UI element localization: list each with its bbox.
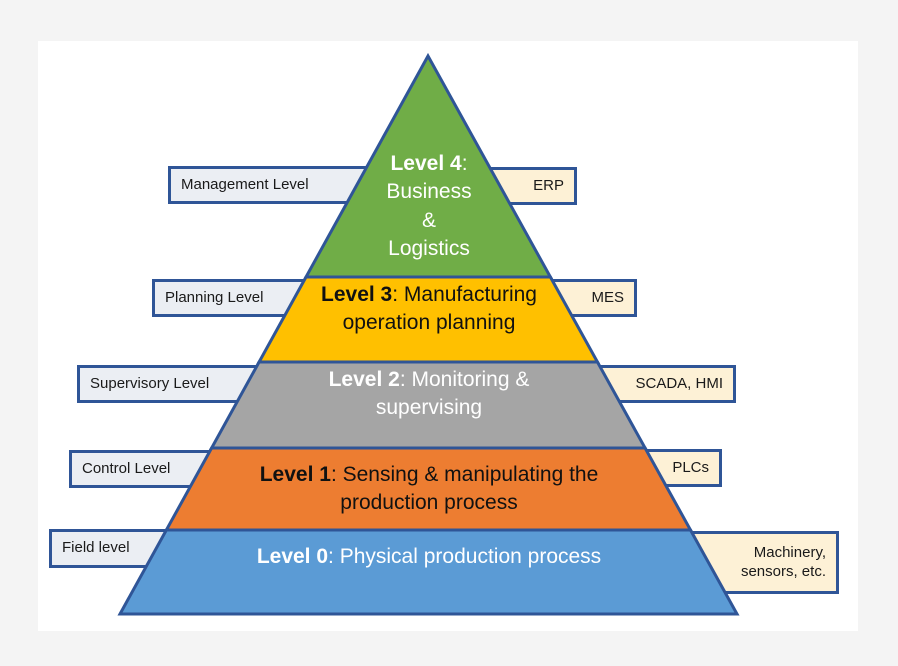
level-title: : [461, 152, 468, 175]
level-name: Level 1 [259, 463, 331, 486]
right-label-text: ERP [533, 176, 564, 194]
level-title: : Physical production process [328, 545, 602, 568]
level-line: Business [386, 180, 472, 204]
level-line: supervising [375, 396, 483, 420]
layer-text-level4: Level 4: Business & Logistics [386, 150, 471, 263]
level-line: operation planning [342, 311, 516, 335]
layer-text-level3: Level 3: Manufacturing operation plannin… [321, 281, 537, 338]
level-name: Level 3 [321, 283, 393, 306]
level-name: Level 4 [390, 152, 462, 175]
level-title: : Monitoring & [399, 368, 530, 391]
layer-text-level1: Level 1: Sensing & manipulating the prod… [260, 461, 599, 518]
level-line: production process [340, 491, 518, 515]
level-line: Logistics [388, 237, 470, 261]
level-title: : Sensing & manipulating the [330, 463, 599, 486]
right-label-text: MES [591, 288, 624, 306]
right-label-text: SCADA, HMI [635, 374, 723, 392]
left-label-management: Management Level [168, 166, 378, 204]
level-title: : Manufacturing [392, 283, 537, 306]
right-label-text-line1: Machinery, [753, 543, 826, 561]
left-label-text: Planning Level [165, 288, 264, 306]
layer-text-level0: Level 0: Physical production process [257, 543, 601, 571]
left-label-text: Control Level [82, 459, 171, 477]
left-label-text: Field level [62, 539, 130, 557]
left-label-text: Management Level [181, 175, 309, 193]
right-label-text-line2: sensors, etc. [740, 562, 826, 580]
level-line: & [421, 208, 436, 232]
left-label-text: Supervisory Level [90, 374, 210, 392]
level-name: Level 2 [328, 368, 400, 391]
right-label-text: PLCs [672, 458, 709, 476]
pyramid-layer-level0 [117, 528, 740, 616]
level-name: Level 0 [256, 545, 329, 568]
layer-text-level2: Level 2: Monitoring & supervising [329, 366, 530, 423]
